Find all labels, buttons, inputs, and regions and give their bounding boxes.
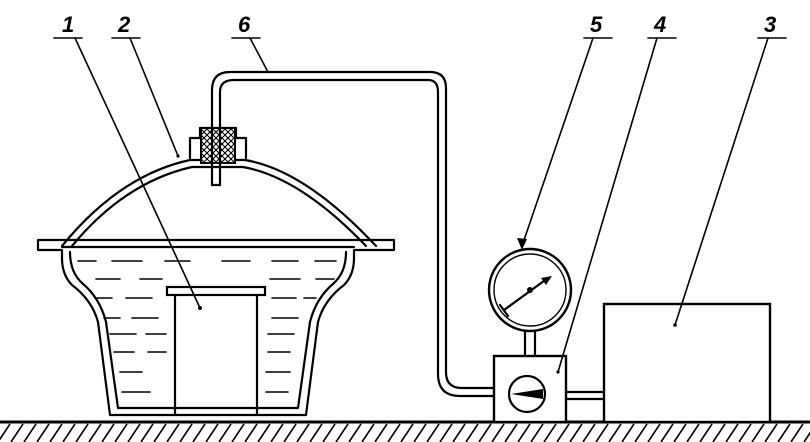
hatch-line xyxy=(413,423,427,442)
hatch-line xyxy=(231,423,245,442)
hatch-line xyxy=(296,423,310,442)
hatch-line xyxy=(582,423,596,442)
hatch-line xyxy=(673,423,687,442)
hatch-line xyxy=(556,423,570,442)
hatch-line xyxy=(10,423,24,442)
hatch-line xyxy=(114,423,128,442)
pressure-gauge xyxy=(487,247,573,358)
hatch-line xyxy=(166,423,180,442)
hatch-line xyxy=(140,423,154,442)
hatch-line xyxy=(647,423,661,442)
connecting-tube xyxy=(210,70,496,398)
label-4: 4 xyxy=(653,12,666,37)
hatch-line xyxy=(179,423,193,442)
hatch-line xyxy=(660,423,674,442)
hatch-line xyxy=(75,423,89,442)
hatch-line xyxy=(88,423,102,442)
hatch-line xyxy=(218,423,232,442)
hatch-line xyxy=(751,423,765,442)
hatch-line xyxy=(127,423,141,442)
hatch-line xyxy=(309,423,323,442)
label-2: 2 xyxy=(117,12,131,37)
hatch-line xyxy=(322,423,336,442)
hatch-line xyxy=(257,423,271,442)
hatch-line xyxy=(153,423,167,442)
hatch-line xyxy=(335,423,349,442)
valve-pipe xyxy=(564,390,606,401)
hatch-line xyxy=(361,423,375,442)
specimen-box xyxy=(165,285,267,416)
hatch-line xyxy=(543,423,557,442)
floor xyxy=(0,420,810,442)
label-3: 3 xyxy=(764,12,776,37)
hatch-line xyxy=(283,423,297,442)
hatch-line xyxy=(699,423,713,442)
hatch-line xyxy=(62,423,76,442)
hatch-line xyxy=(686,423,700,442)
hatch-line xyxy=(491,423,505,442)
hatch-line xyxy=(387,423,401,442)
liquid-lines xyxy=(77,260,337,393)
hatch-line xyxy=(803,431,810,442)
label-1: 1 xyxy=(62,12,74,37)
hatch-line xyxy=(49,423,63,442)
hatch-line xyxy=(712,423,726,442)
hatch-line xyxy=(608,423,622,442)
label-6: 6 xyxy=(238,12,251,37)
leader-lines xyxy=(74,37,769,373)
hatch-line xyxy=(465,423,479,442)
floor-hatching xyxy=(0,423,810,442)
hatch-line xyxy=(517,423,531,442)
hatch-line xyxy=(205,423,219,442)
hatch-line xyxy=(426,423,440,442)
hatch-line xyxy=(348,423,362,442)
hatch-line xyxy=(725,423,739,442)
hatch-line xyxy=(23,423,37,442)
hatch-line xyxy=(777,423,791,442)
hatch-line xyxy=(400,423,414,442)
lid-fitting xyxy=(188,126,248,164)
hatch-line xyxy=(270,423,284,442)
vessel xyxy=(36,238,396,417)
hatch-line xyxy=(101,423,115,442)
hatch-line xyxy=(530,423,544,442)
hatch-line xyxy=(192,423,206,442)
hatch-line xyxy=(595,423,609,442)
label-5: 5 xyxy=(590,12,603,37)
hatch-line xyxy=(504,423,518,442)
hatch-line xyxy=(452,423,466,442)
hatch-line xyxy=(439,423,453,442)
hatch-line xyxy=(621,423,635,442)
hatch-line xyxy=(244,423,258,442)
hatch-line xyxy=(36,423,50,442)
hatch-line xyxy=(634,423,648,442)
hatch-line xyxy=(738,423,752,442)
callout-labels: 1 2 6 5 4 3 xyxy=(53,12,787,39)
hatch-line xyxy=(0,423,11,441)
source-box xyxy=(602,302,772,424)
hatch-line xyxy=(790,423,804,442)
hatch-line xyxy=(374,423,388,442)
hatch-line xyxy=(764,423,778,442)
valve-block xyxy=(492,354,568,424)
hatch-line xyxy=(569,423,583,442)
hatch-line xyxy=(478,423,492,442)
